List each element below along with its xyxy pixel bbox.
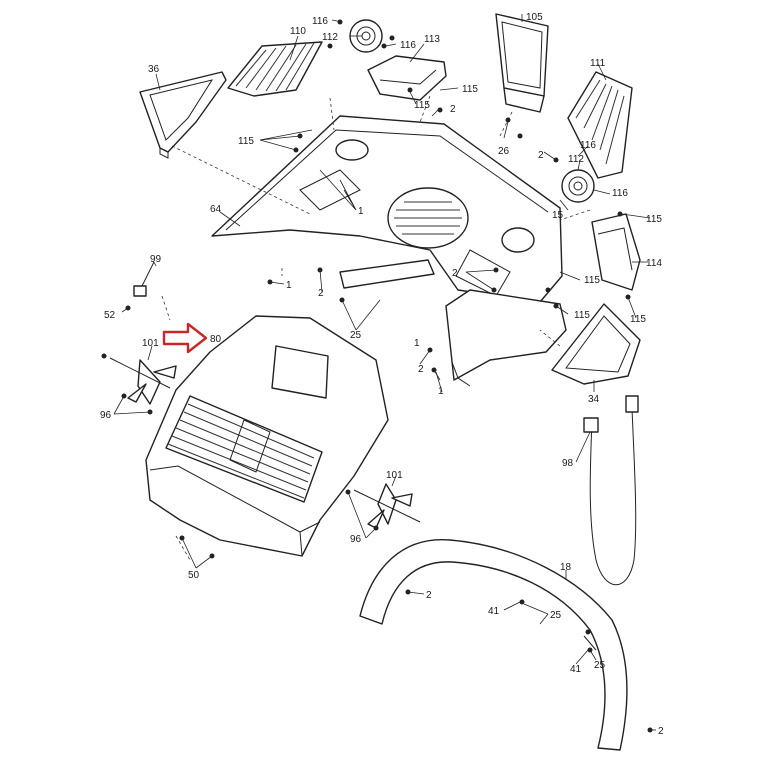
part-80-console-cover: [145, 315, 389, 557]
callout-99: 99: [150, 254, 162, 265]
callout-111: 111: [590, 58, 606, 69]
part-101-fan-right: [353, 483, 421, 529]
callout-105: 105: [526, 12, 543, 23]
callout-2: 2: [658, 726, 664, 737]
callout-115: 115: [238, 136, 254, 147]
part-18-handrail: [359, 539, 628, 751]
callout-115: 115: [630, 314, 646, 325]
callout-2: 2: [452, 268, 458, 279]
callout-25: 25: [350, 330, 362, 341]
part-99-bracket: [133, 261, 155, 297]
callout-64: 64: [210, 204, 222, 215]
leader-lines: [113, 14, 656, 731]
callout-2: 2: [450, 104, 456, 115]
callout-labels: 116 112 116 110 113 105 36 111 115 115 2…: [100, 12, 664, 737]
callout-1: 1: [358, 206, 364, 217]
part-111-grille: [567, 71, 633, 179]
callout-112: 112: [568, 154, 584, 165]
highlight-arrow: [162, 322, 208, 354]
callout-2: 2: [538, 150, 544, 161]
callout-80: 80: [210, 334, 222, 345]
callout-115: 115: [414, 100, 430, 111]
part-112-speaker-right: [561, 169, 595, 203]
part-113-housing: [367, 55, 447, 101]
callout-18: 18: [560, 562, 572, 573]
part-36-left-cover: [139, 71, 227, 159]
callout-25: 25: [550, 610, 562, 621]
assembly-lines: [161, 95, 591, 561]
callout-34: 34: [588, 394, 600, 405]
callout-96: 96: [100, 410, 112, 421]
callout-1: 1: [286, 280, 292, 291]
callout-116: 116: [580, 140, 596, 151]
callout-114: 114: [646, 258, 662, 269]
callout-96: 96: [350, 534, 362, 545]
callout-110: 110: [290, 26, 306, 37]
part-64-hood: [211, 115, 563, 303]
callout-113: 113: [424, 34, 440, 45]
callout-2: 2: [418, 364, 424, 375]
part-34-right-cover: [551, 303, 641, 385]
callout-25: 25: [594, 660, 606, 671]
callout-2: 2: [318, 288, 324, 299]
callout-52: 52: [104, 310, 116, 321]
callout-101: 101: [386, 470, 403, 481]
callout-41: 41: [488, 606, 500, 617]
callout-115: 115: [584, 275, 600, 286]
callout-15: 15: [552, 210, 564, 221]
part-98-wire: [583, 395, 639, 586]
callout-101: 101: [142, 338, 159, 349]
callout-50: 50: [188, 570, 200, 581]
callout-115: 115: [574, 310, 590, 321]
callout-112: 112: [322, 32, 338, 43]
callout-1: 1: [414, 338, 420, 349]
callout-41: 41: [570, 664, 582, 675]
part-101-fan-left: [109, 357, 177, 405]
part-110-grille: [227, 41, 323, 97]
callout-116: 116: [400, 40, 416, 51]
part-105-display: [495, 13, 549, 113]
callout-1: 1: [438, 386, 444, 397]
callout-26: 26: [498, 146, 510, 157]
callout-116: 116: [312, 16, 328, 27]
callout-36: 36: [148, 64, 160, 75]
callout-115: 115: [462, 84, 478, 95]
callout-116: 116: [612, 188, 628, 199]
callout-2: 2: [426, 590, 432, 601]
part-flange: [339, 259, 567, 387]
part-112-speaker-top: [349, 19, 383, 53]
callout-98: 98: [562, 458, 574, 469]
callout-115: 115: [646, 214, 662, 225]
